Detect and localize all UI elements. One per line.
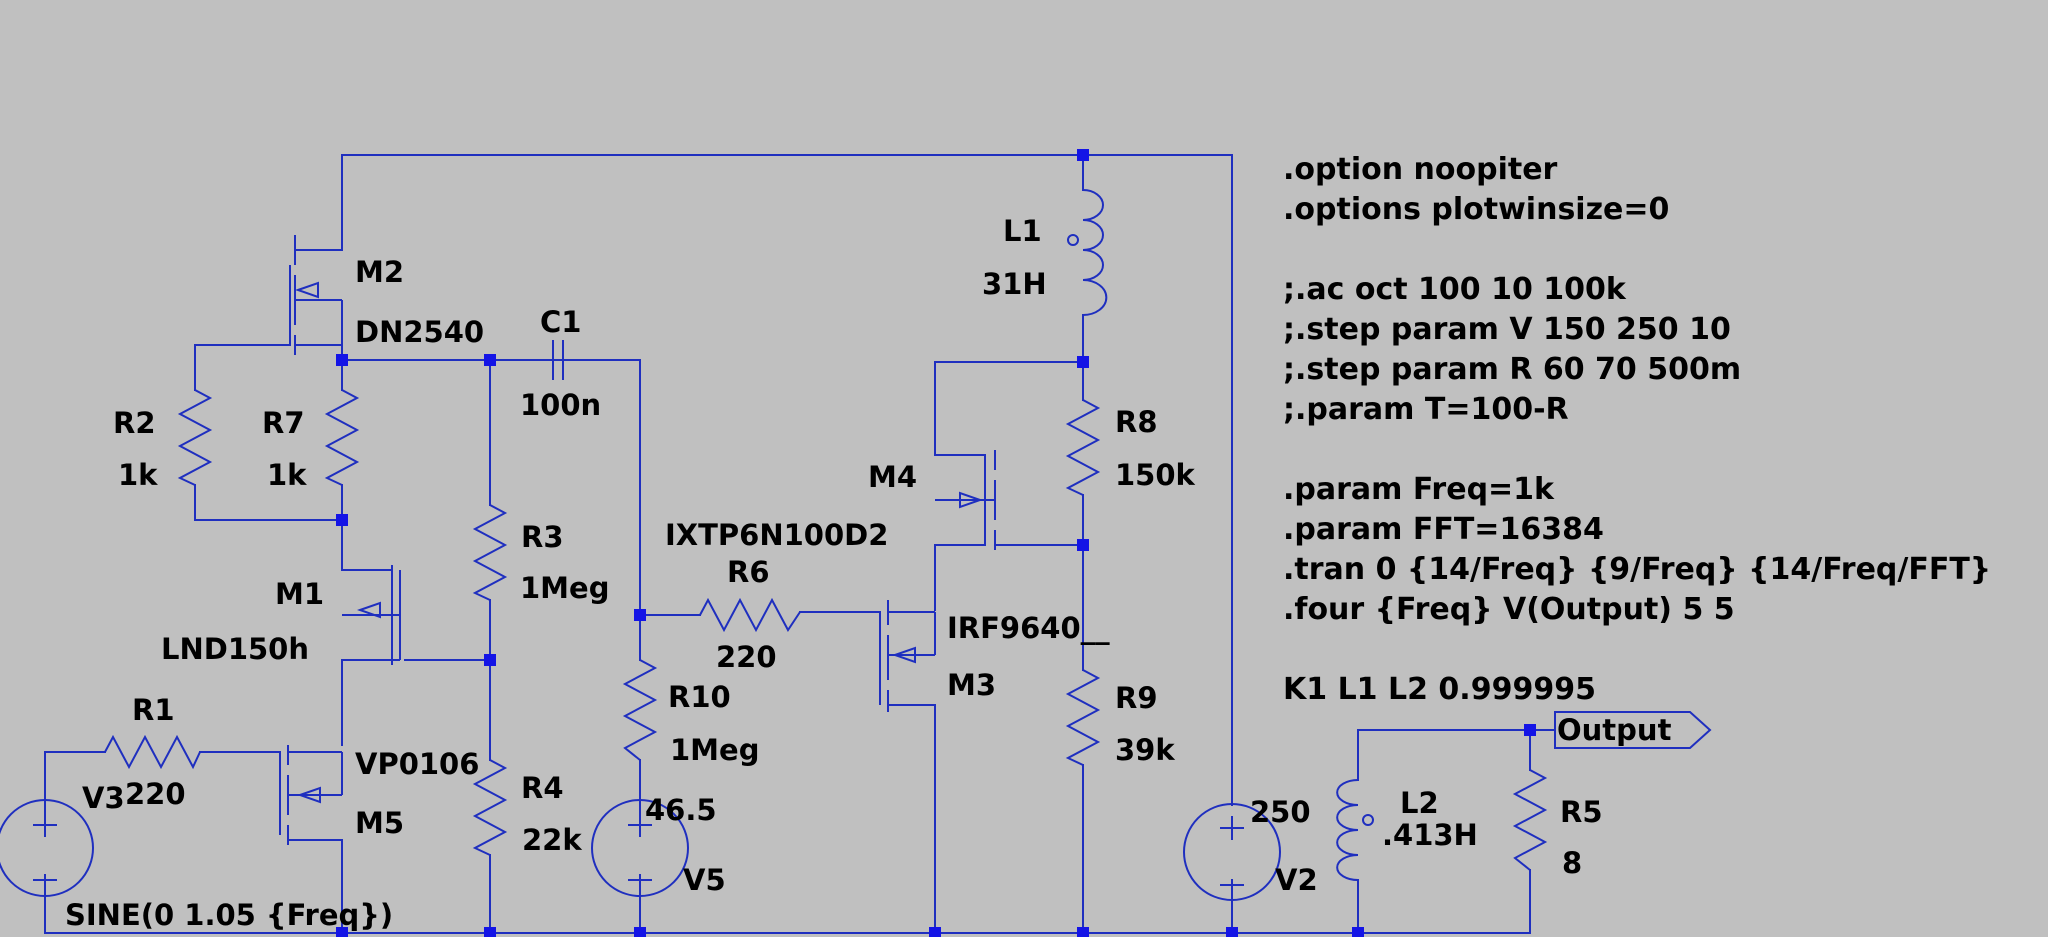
m1-model: LND150h	[161, 632, 309, 666]
c1-name: C1	[540, 305, 581, 339]
v2-value: 250	[1250, 795, 1311, 829]
m1-name: M1	[275, 577, 324, 611]
wires	[44, 154, 1556, 934]
r6-value: 220	[716, 640, 777, 674]
m5-model: VP0106	[355, 747, 479, 781]
r10-value: 1Meg	[670, 733, 759, 767]
r10-name: R10	[668, 680, 731, 714]
v5-name: V5	[683, 863, 726, 897]
r1-name: R1	[132, 693, 175, 727]
r2-name: R2	[113, 406, 156, 440]
directive-line: ;.param T=100-R	[1283, 392, 1569, 427]
m3-model: IRF9640__	[947, 611, 1110, 645]
l1-name: L1	[1003, 214, 1042, 248]
resistor-r1	[104, 734, 201, 770]
r2-value: 1k	[118, 458, 158, 492]
resistor-r7	[324, 389, 360, 486]
directive-line: ;.step param V 150 250 10	[1283, 312, 1731, 347]
r9-value: 39k	[1115, 733, 1175, 767]
m2-name: M2	[355, 255, 404, 289]
directive-line: .options plotwinsize=0	[1283, 192, 1669, 227]
m2-model: DN2540	[355, 315, 484, 349]
voltage-source-v5	[591, 799, 689, 897]
l1-value: 31H	[982, 267, 1047, 301]
r7-name: R7	[262, 406, 305, 440]
c1-value: 100n	[520, 388, 601, 422]
r8-name: R8	[1115, 405, 1158, 439]
r9-name: R9	[1115, 681, 1158, 715]
r4-name: R4	[521, 771, 564, 805]
r5-value: 8	[1562, 846, 1582, 880]
r5-name: R5	[1560, 795, 1603, 829]
output-label: Output	[1557, 713, 1672, 747]
mosfet-m3	[879, 600, 936, 712]
m5-name: M5	[355, 806, 404, 840]
directive-line: K1 L1 L2 0.999995	[1283, 672, 1596, 707]
v2-name: V2	[1275, 863, 1318, 897]
resistor-r9	[1065, 669, 1101, 766]
l2-value: .413H	[1382, 818, 1478, 852]
v3-name: V3	[82, 781, 125, 815]
capacitor-c1	[552, 340, 564, 380]
resistor-r10	[622, 659, 658, 761]
resistor-r6	[699, 597, 801, 633]
m3-name: M3	[947, 668, 996, 702]
directive-line: .option noopiter	[1283, 152, 1558, 187]
directive-line: .tran 0 {14/Freq} {9/Freq} {14/Freq/FFT}	[1283, 552, 1991, 587]
mosfet-m2	[289, 235, 343, 355]
spice-directives: .option noopiter .options plotwinsize=0 …	[1283, 152, 1991, 707]
mosfet-m1	[342, 565, 401, 665]
v3-value: SINE(0 1.05 {Freq})	[65, 898, 393, 932]
junction-nodes	[336, 149, 1536, 937]
component-labels: M2 DN2540 C1 100n R2 1k R7 1k R3 1Meg M1…	[65, 214, 1672, 932]
inductor-l1	[1067, 189, 1108, 316]
directive-line: ;.ac oct 100 10 100k	[1283, 272, 1627, 307]
resistor-r8	[1065, 399, 1101, 496]
r3-name: R3	[521, 520, 564, 554]
output-net-flag	[1554, 711, 1712, 749]
voltage-source-v2	[1183, 803, 1281, 901]
r6-name: R6	[727, 555, 770, 589]
voltage-source-v3	[0, 799, 94, 897]
r1-value: 220	[125, 777, 186, 811]
directive-line: ;.step param R 60 70 500m	[1283, 352, 1741, 387]
mosfet-m5	[279, 745, 343, 845]
inductor-l2	[1336, 779, 1374, 881]
r3-value: 1Meg	[520, 571, 609, 605]
directive-line: .param Freq=1k	[1283, 472, 1555, 507]
resistor-r3	[472, 504, 508, 601]
r7-value: 1k	[267, 458, 307, 492]
m4-model: IXTP6N100D2	[665, 518, 888, 552]
m4-name: M4	[868, 460, 917, 494]
r8-value: 150k	[1115, 458, 1196, 492]
resistor-r2	[177, 389, 213, 486]
r4-value: 22k	[522, 823, 582, 857]
mosfet-m4	[935, 450, 996, 550]
resistor-r4	[472, 759, 508, 856]
resistor-r5	[1512, 769, 1548, 871]
directive-line: .four {Freq} V(Output) 5 5	[1283, 592, 1735, 627]
directive-line: .param FFT=16384	[1283, 512, 1604, 547]
l2-name: L2	[1400, 786, 1439, 820]
v5-value: 46.5	[645, 793, 717, 827]
